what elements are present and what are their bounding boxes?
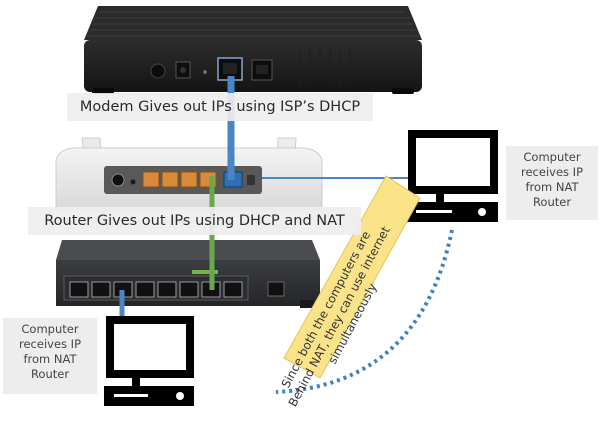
- network-switch-icon: [56, 240, 320, 308]
- modem-label: Modem Gives out IPs using ISP’s DHCP: [67, 93, 373, 121]
- router-label: Router Gives out IPs using DHCP and NAT: [28, 207, 361, 235]
- sticky-note: [283, 175, 421, 379]
- desktop-computer-icon: [104, 316, 194, 406]
- simultaneous-access-arc: [275, 229, 454, 394]
- dsl-modem-icon: [84, 6, 422, 94]
- computer-right-note: Computer receives IP from NAT Router: [506, 146, 598, 220]
- computer-left-note: Computer receives IP from NAT Router: [3, 318, 97, 394]
- desktop-computer-icon: [406, 130, 498, 222]
- network-diagram: [55, 6, 498, 406]
